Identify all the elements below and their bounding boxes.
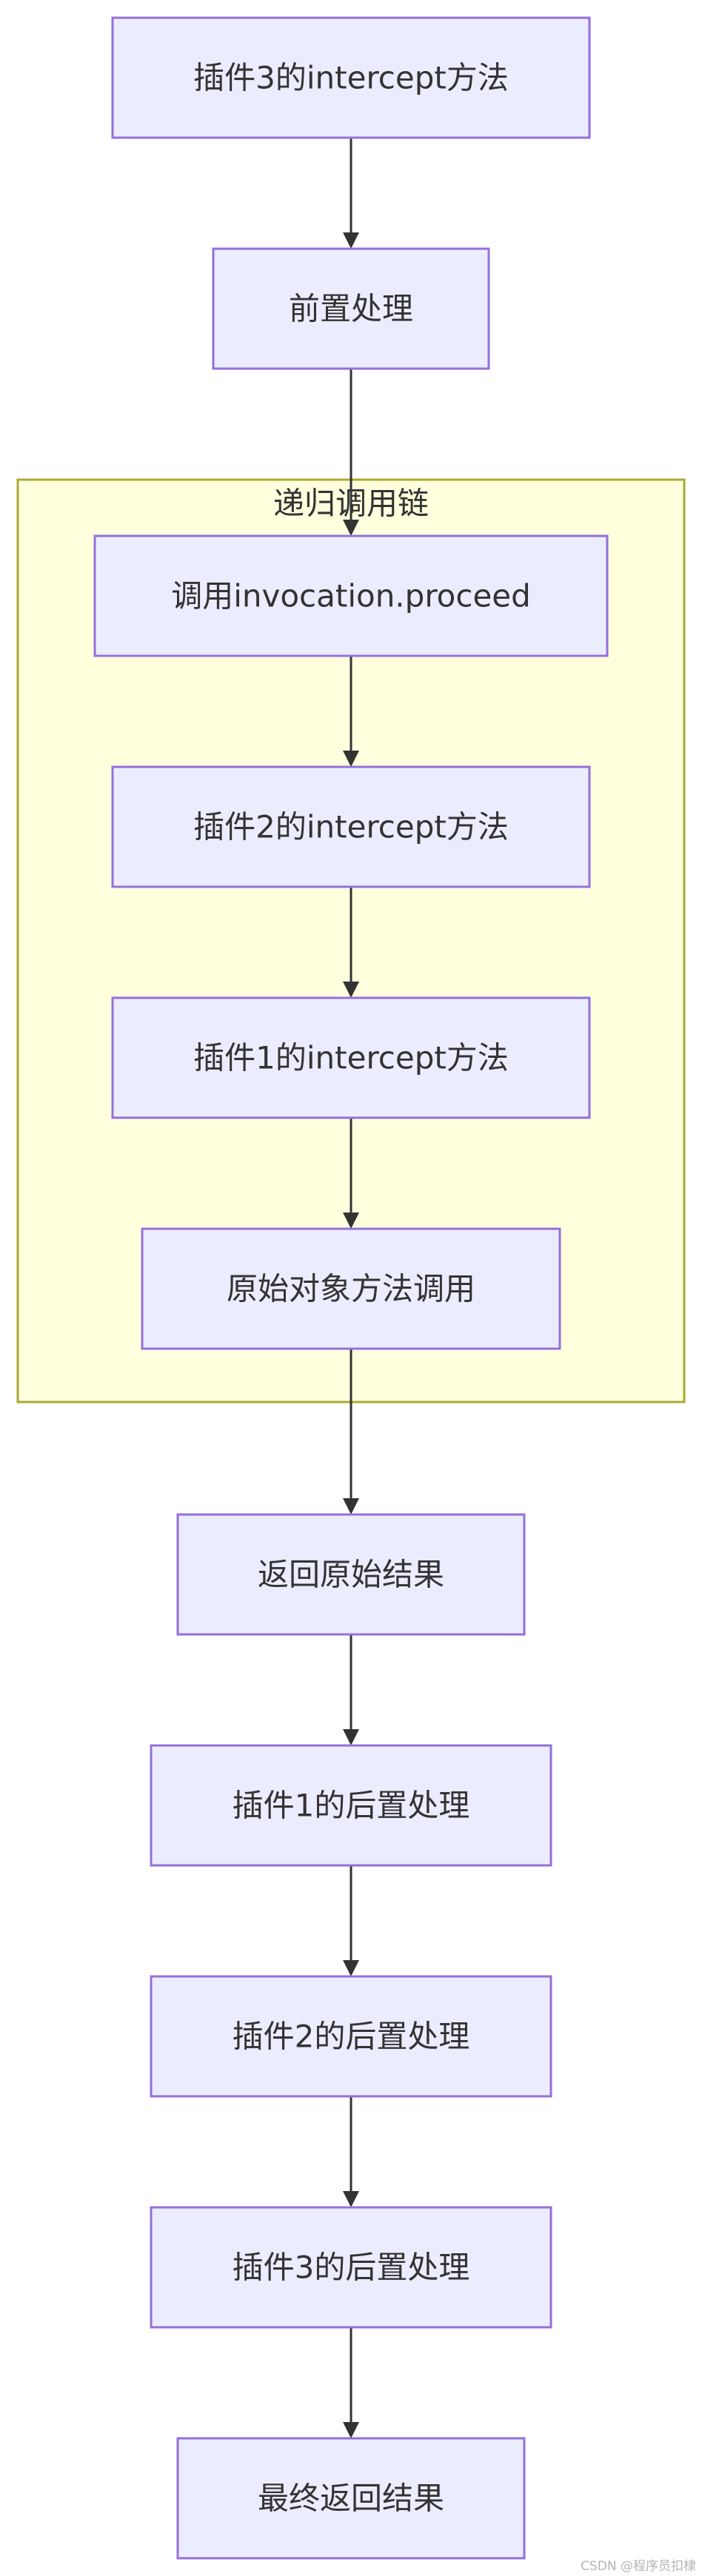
arrowhead-n7-n8 (343, 1729, 359, 1745)
node-box (150, 1975, 552, 2098)
node-plugin3-post-processing: 插件3的后置处理 (150, 2206, 552, 2329)
node-box (176, 2437, 526, 2560)
arrowhead-n9-n10 (343, 2191, 359, 2207)
node-box (212, 247, 490, 370)
node-label: 插件3的后置处理 (233, 2250, 470, 2286)
node-label: 插件3的intercept方法 (193, 60, 509, 96)
arrowhead-n1-n2 (343, 232, 359, 249)
node-label: 插件1的后置处理 (233, 1788, 470, 1824)
node-label: 插件1的intercept方法 (193, 1040, 509, 1076)
node-box (141, 1227, 561, 1350)
node-return-original-result: 返回原始结果 (176, 1513, 526, 1636)
node-plugin2-post-processing: 插件2的后置处理 (150, 1975, 552, 2098)
node-box (150, 1744, 552, 1867)
arrowhead-n10-n11 (343, 2422, 359, 2438)
node-label: 原始对象方法调用 (227, 1271, 475, 1307)
node-plugin1-post-processing: 插件1的后置处理 (150, 1744, 552, 1867)
arrowhead-n3-n4 (343, 751, 359, 767)
node-plugin3-intercept: 插件3的intercept方法 (111, 16, 591, 139)
node-box (93, 534, 609, 657)
node-label: 前置处理 (289, 291, 413, 327)
node-box (176, 1513, 526, 1636)
arrowhead-n2-n3 (343, 520, 359, 536)
node-plugin2-intercept: 插件2的intercept方法 (111, 765, 591, 888)
edges (343, 138, 359, 2438)
node-label: 插件2的后置处理 (233, 2019, 470, 2055)
node-label: 调用invocation.proceed (171, 578, 531, 614)
watermark-text: CSDN @程序员扣棣 (581, 2559, 696, 2574)
node-label: 插件2的intercept方法 (193, 809, 509, 845)
node-invoke-proceed: 调用invocation.proceed (93, 534, 609, 657)
node-box (150, 2206, 552, 2329)
node-final-return-result: 最终返回结果 (176, 2437, 526, 2560)
arrowhead-n5-n6 (343, 1212, 359, 1229)
node-box (111, 16, 591, 139)
node-plugin1-intercept: 插件1的intercept方法 (111, 996, 591, 1119)
node-label: 返回原始结果 (258, 1557, 444, 1593)
arrowhead-n8-n9 (343, 1960, 359, 1976)
node-box (111, 765, 591, 888)
node-pre-processing: 前置处理 (212, 247, 490, 370)
node-label: 最终返回结果 (258, 2481, 444, 2517)
arrowhead-n4-n5 (343, 982, 359, 998)
node-original-method-call: 原始对象方法调用 (141, 1227, 561, 1350)
node-box (111, 996, 591, 1119)
arrowhead-n6-n7 (343, 1498, 359, 1515)
